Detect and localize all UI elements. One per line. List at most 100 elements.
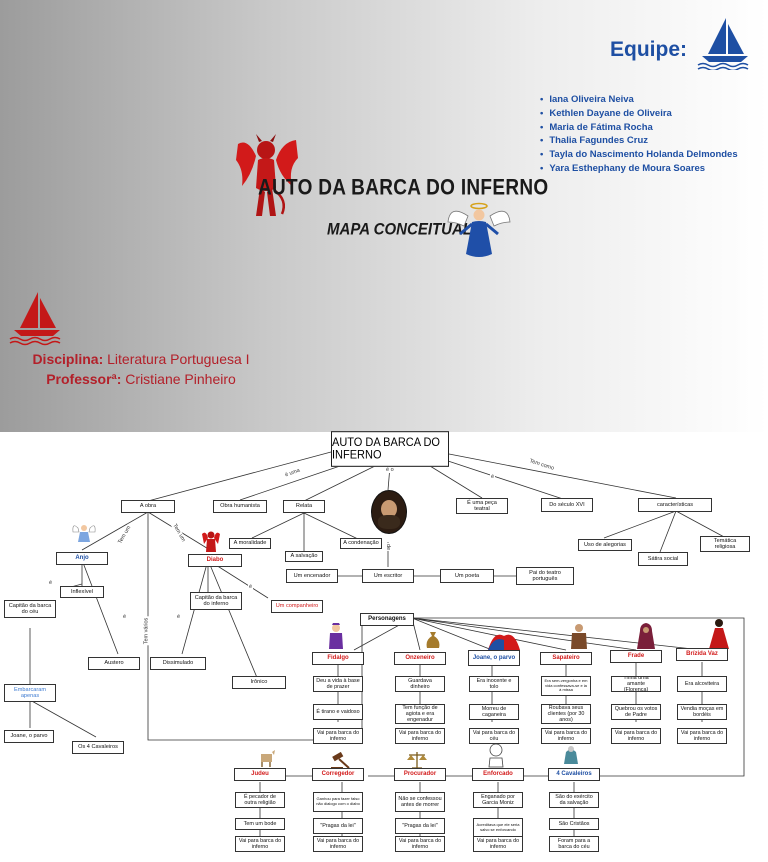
character-trait: Tem função de agiota e era engenadur [395, 704, 445, 724]
character-trait: Foram para a barca do céu [549, 836, 599, 852]
node-moralidade: A moralidade [229, 538, 271, 549]
node-quatro-cavaleiros: Os 4 Cavaleiros [72, 741, 124, 754]
character-trait: Vai para barca do inferno [395, 728, 445, 744]
character-trait: Era inocente e tolo [469, 676, 519, 692]
character-trait: Não se confessou antes de morrer [395, 792, 445, 812]
character-node: Joane, o parvo [468, 650, 520, 666]
character-trait: "Pragas da lei" [313, 818, 363, 834]
team-title: Equipe: [610, 38, 687, 62]
character-trait: Vai para barca do céu [469, 728, 519, 744]
cover-section: Equipe: Iana Oliveira Neiva Kethlen Daya… [0, 0, 768, 432]
edge-label: é [248, 584, 253, 590]
character-trait: Acreditava que ele seria salvo se enforc… [473, 818, 523, 838]
enforcado-icon [484, 742, 508, 768]
edge-label: é [48, 580, 53, 586]
member-item: Maria de Fátima Rocha [540, 122, 738, 136]
character-trait: Guardava dinheiro [395, 676, 445, 692]
sailboat-icon [696, 16, 754, 70]
professor-label: Professorª: [46, 371, 121, 387]
page-title: AUTO DA BARCA DO INFERNO [258, 176, 548, 201]
character-trait: Vai para barca do inferno [313, 728, 363, 744]
character-trait: São Cristãos [549, 818, 599, 830]
sapateiro-icon [568, 622, 590, 650]
knights-icon [560, 744, 582, 766]
character-trait: Deu a vida à base de prazer [313, 676, 363, 692]
character-node: Onzeneiro [394, 652, 446, 665]
frade-icon [636, 622, 656, 650]
character-trait: "Pragas da lei" [395, 818, 445, 834]
character-trait: Vai para barca do inferno [235, 836, 285, 852]
character-trait: Vai para barca do inferno [541, 728, 591, 744]
angel-icon [72, 522, 96, 544]
node-companheiro: Um companheiro [271, 600, 323, 613]
node-personagens: Personagens [360, 613, 414, 626]
edge-label: é [176, 614, 181, 620]
node-embarcaram: Embarcaram apenas [4, 684, 56, 702]
node-obra-humanista: Obra humanista [213, 500, 267, 513]
node-tematica: Temática religiosa [700, 536, 750, 552]
node-caracteristicas: características [638, 498, 712, 512]
node-diabo: Diabo [188, 554, 242, 567]
node-pai-teatro: Pai do teatro português [516, 567, 574, 585]
node-capitao-inferno: Capitão da barca do inferno [190, 592, 242, 610]
edge-label: é [122, 614, 127, 620]
character-trait: Vai para barca do inferno [395, 836, 445, 852]
character-node: Brízida Vaz [676, 648, 728, 661]
fidalgo-icon [326, 622, 346, 650]
character-node: 4 Cavaleiros [548, 768, 600, 781]
character-trait: Tem um bode [235, 818, 285, 830]
character-trait: Era sem-vergonha e em vida confessava-se… [541, 676, 591, 696]
node-poeta: Um poeta [440, 569, 494, 583]
edge-label: de [385, 543, 391, 551]
character-trait: Vai para barca do inferno [313, 836, 363, 852]
member-item: Yara Esthephany de Moura Soares [540, 163, 738, 177]
node-encenador: Um encenador [286, 569, 338, 583]
character-trait: Vai para barca do inferno [611, 728, 661, 744]
professor-line: Professorª: Cristiane Pinheiro [10, 371, 272, 387]
character-trait: Quebrou os votos de Padre [611, 704, 661, 720]
professor-value: Cristiane Pinheiro [125, 371, 236, 387]
node-capitao-ceu: Capitão da barca do céu [4, 600, 56, 618]
character-node: Procurador [394, 768, 446, 781]
angel-illustration [446, 200, 512, 262]
node-peca-teatral: É uma peça teatral [456, 498, 508, 514]
character-trait: Enganado por Garcia Moniz [473, 792, 523, 808]
character-trait: Tinha uma amante (Florença) [611, 676, 661, 692]
character-trait: É pecador de outra religião [235, 792, 285, 808]
discipline-value: Literatura Portuguesa I [107, 351, 249, 367]
character-node: Fidalgo [312, 652, 364, 665]
character-trait: Morreu de caganeira [469, 704, 519, 720]
character-node: Frade [610, 650, 662, 663]
node-inflexivel: Inflexível [60, 586, 104, 598]
node-anjo: Anjo [56, 552, 108, 565]
discipline-label: Disciplina: [32, 351, 103, 367]
character-trait: Ganhou para fazer falso não dialogo com … [313, 792, 363, 812]
character-trait: São do exército da salvação [549, 792, 599, 808]
sailboat-icon [8, 290, 66, 346]
node-relata: Relata [283, 500, 325, 513]
node-salvacao: A salvação [285, 551, 323, 562]
node-austero: Austero [88, 657, 140, 670]
character-trait: É tirano e vaidoso [313, 704, 363, 720]
character-trait: Vendia moças em bordéis [677, 704, 727, 720]
node-a-obra: A obra [121, 500, 175, 513]
character-trait: Vai para barca do inferno [677, 728, 727, 744]
node-seculo: Do século XVI [541, 498, 593, 512]
map-root-node: AUTO DA BARCA DO INFERNO [331, 431, 449, 467]
scales-icon [406, 750, 428, 770]
brizida-icon [708, 618, 730, 650]
node-joane-parvo: Joane, o parvo [4, 730, 54, 743]
node-dissimulado: Dissimulado [150, 657, 206, 670]
edge-label: Tem vários [143, 617, 149, 646]
discipline-line: Disciplina: Literatura Portuguesa I [10, 351, 272, 367]
character-trait: Era alcoviteira [677, 676, 727, 692]
edge-label: é [490, 474, 495, 480]
member-item: Tayla do Nascimento Holanda Delmondes [540, 149, 738, 163]
character-trait: Roubava seus clientes (por 30 anos) [541, 704, 591, 724]
node-uso-alegorias: Uso de alegorias [578, 539, 632, 551]
character-node: Judeu [234, 768, 286, 781]
node-ironico: Irônico [232, 676, 286, 689]
node-escritor: Um escritor [362, 569, 414, 583]
member-list: Iana Oliveira Neiva Kethlen Dayane de Ol… [540, 94, 738, 177]
character-node: Enforcado [472, 768, 524, 781]
